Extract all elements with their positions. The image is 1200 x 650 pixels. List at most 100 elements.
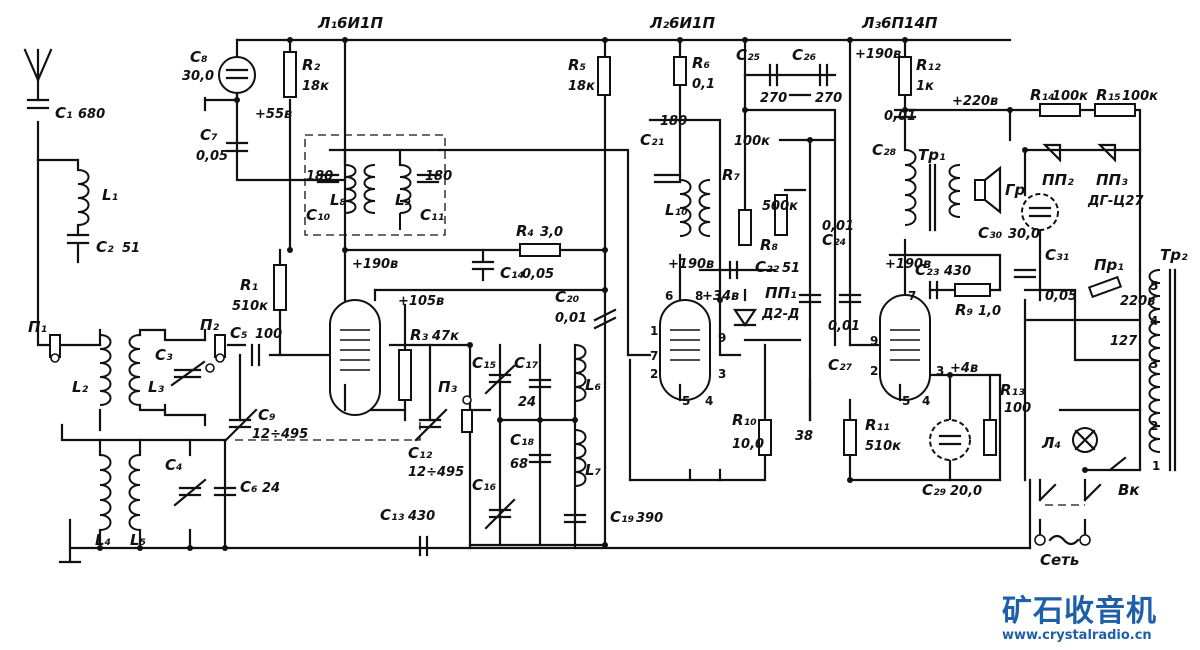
pr1-ref: Пр₁: [1094, 256, 1124, 274]
resistor-r6: [673, 56, 687, 86]
l3-ref: L₃: [148, 378, 165, 396]
voltage-190-l1: +190в: [352, 257, 398, 272]
tr2-pin: 4: [1150, 314, 1158, 328]
c16-ref: C₁₆: [472, 476, 497, 494]
resistor-r12: [898, 56, 912, 96]
r9-ref: R₉: [955, 301, 974, 319]
voltage-mains-220: 220в: [1120, 294, 1155, 309]
voltage-190-l3a: +190в: [855, 47, 901, 62]
if-transformer-shield: [304, 134, 446, 236]
coil-l8: [344, 164, 376, 230]
tube-l2: [659, 299, 711, 402]
capacitor-c17: [528, 378, 552, 389]
l3-pin: 9: [870, 334, 878, 348]
c5-ref: C₅: [230, 324, 248, 342]
capacitor-c19: [563, 513, 587, 524]
c18-value: 68: [510, 457, 528, 472]
l3-pin: 7: [908, 289, 916, 303]
capacitor-c6: [213, 486, 237, 497]
c28-ref: C₂₈: [872, 141, 897, 159]
capacitor-c15: [484, 364, 516, 395]
capacitor-c14: [471, 248, 495, 282]
switch-p1[interactable]: [49, 334, 61, 363]
coil-l6: [574, 344, 587, 402]
l2-pin: 1: [650, 324, 658, 338]
capacitor-c30: [1021, 193, 1059, 231]
c20-ref: C₂₀: [555, 288, 580, 306]
r5-value: 18к: [568, 79, 596, 94]
l2-ref: L₂: [72, 378, 89, 396]
r13-value: 100: [1004, 401, 1031, 416]
capacitor-c9: [224, 408, 258, 442]
watermark-url: www.crystalradio.cn: [1002, 628, 1152, 643]
capacitor-c16: [484, 498, 516, 530]
r10-ref: R₁₀: [732, 411, 757, 429]
pp2-ref: ПП₂: [1042, 171, 1074, 189]
power-transformer-tr2: [1148, 268, 1177, 472]
r3-value: 47к: [431, 329, 460, 344]
c9-value: 12÷495: [252, 427, 308, 442]
coil-l7: [574, 429, 587, 487]
tube-l1: [329, 299, 381, 416]
c27-ref: C₂₇: [828, 356, 853, 374]
pp3-ref: ПП₃: [1096, 171, 1128, 189]
r7-ref: R₇: [722, 166, 741, 184]
c28-value: 0,01: [884, 109, 916, 124]
mains-plug-icon: [1034, 483, 1102, 546]
c17-value: 24: [518, 395, 536, 410]
l10-ref: L₁₀: [665, 201, 688, 219]
l1-ref: L₁: [102, 186, 118, 204]
capacitor-c20: [593, 308, 617, 330]
switch-p2[interactable]: [205, 334, 226, 373]
l3-pin: 4: [922, 394, 930, 408]
resistor-r7: [738, 209, 752, 246]
c4-ref: C₄: [165, 456, 183, 474]
c21-ref: C₂₁: [640, 131, 664, 149]
switch-p3[interactable]: [461, 395, 473, 433]
r6-value: 0,1: [692, 77, 715, 92]
capacitor-c11: [416, 173, 440, 184]
c15-ref: C₁₅: [472, 354, 496, 372]
l7-ref: L₇: [585, 461, 602, 479]
c7-ref: C₇: [200, 126, 218, 144]
resistor-r10: [758, 419, 772, 456]
tr2-ref: Тр₂: [1160, 246, 1188, 264]
r15-value: 100к: [1122, 89, 1159, 104]
capacitor-c27: [838, 293, 862, 304]
c1-ref: C₁: [55, 104, 73, 122]
r14-ref: R₁₄: [1030, 86, 1055, 104]
r1-ref: R₁: [240, 276, 258, 294]
capacitor-c24: [798, 293, 822, 304]
coil-l3: [128, 328, 167, 412]
p1-ref: П₁: [28, 318, 47, 336]
c1-value: 680: [78, 107, 105, 122]
test-point-38: 38: [795, 429, 813, 444]
tube-l3-label: Л₃6П14П: [861, 14, 938, 32]
r4-value: 3,0: [540, 225, 563, 240]
r2-value: 18к: [302, 79, 330, 94]
l6-ref: L₆: [585, 376, 602, 394]
c30-value: 30,0: [1008, 227, 1040, 242]
l2-pin: 3: [718, 367, 726, 381]
resistor-r14: [1039, 103, 1081, 117]
c25-ref: C₂₅: [736, 46, 760, 64]
power-switch-vk[interactable]: [1108, 456, 1127, 472]
labels: Л₁6И1П Л₂6И1П Л₃6П14П C₁ 680 L₁ C₂ 51 П₁…: [28, 14, 1188, 569]
c8-ref: C₈: [190, 48, 208, 66]
fuse-pr1: [1087, 275, 1123, 299]
capacitor-c3: [170, 360, 206, 387]
r8-ref: R₈: [760, 236, 779, 254]
r10-value: 10,0: [732, 437, 764, 452]
resistor-r8: [774, 194, 788, 236]
p3-ref: П₃: [438, 378, 458, 396]
voltage-190-l3k: +190в: [885, 257, 931, 272]
r11-ref: R₁₁: [865, 416, 890, 434]
c10-value: 180: [306, 169, 333, 184]
coil-l5: [128, 454, 141, 531]
resistor-r5: [597, 56, 611, 96]
coil-l4: [99, 454, 112, 531]
pp1-value: Д2-Д: [761, 307, 800, 322]
capacitor-c2: [66, 233, 90, 264]
watermark-title: 矿石收音机: [1002, 594, 1157, 629]
l2-pin: 5: [682, 394, 690, 408]
